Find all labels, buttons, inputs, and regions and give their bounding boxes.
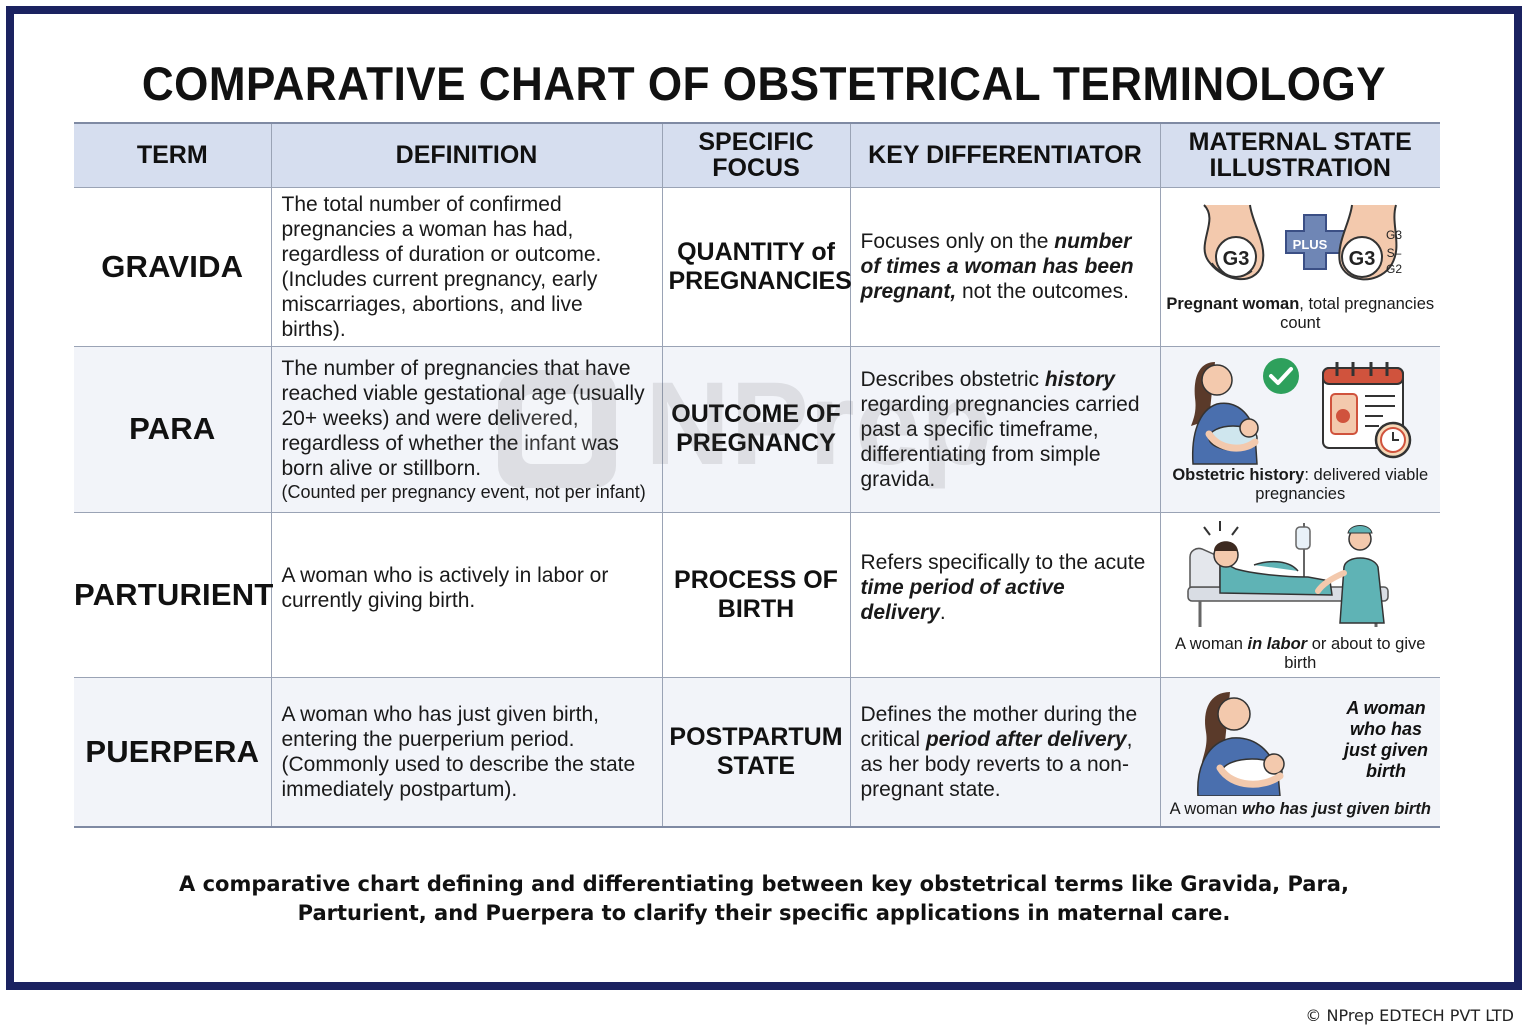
illustration-body: A woman who has just given birth: [1165, 684, 1437, 797]
g3-left-badge: [1215, 235, 1258, 278]
table-row: PARTURIENT A woman who is actively in la…: [74, 511, 1440, 678]
caption-bold: Obstetric history: [1172, 466, 1305, 484]
differentiator-gravida: Focuses only on the number of times a wo…: [849, 186, 1161, 347]
g3-left-label: G3: [1223, 248, 1250, 270]
definition-note: (Counted per pregnancy event, not per in…: [281, 481, 646, 502]
differentiator-puerpera: Defines the mother during the critical p…: [849, 676, 1161, 828]
obstetric-history-icon: [1191, 358, 1412, 465]
caption-rest: , total pregnancies count: [1280, 294, 1435, 332]
diff-emphasis: period after delivery: [925, 727, 1127, 751]
diff-text-end: regarding pregnancies carried past a spe…: [860, 392, 1140, 491]
diff-text: Refers specifically to the acute: [860, 551, 1146, 574]
header-illus-line2: ILLUSTRATION: [1209, 154, 1391, 183]
caption-rest: : delivered viable pregnancies: [1255, 466, 1429, 503]
illustration-caption: Pregnant woman, total pregnancies count: [1165, 295, 1437, 333]
term-para: PARA: [74, 345, 272, 513]
woman-in-labor-icon: [1187, 520, 1389, 627]
caption-pre: A woman: [1175, 634, 1248, 653]
diff-text-end: not the outcomes.: [956, 280, 1129, 303]
definition-text: The number of pregnancies that have reac…: [281, 356, 645, 480]
caption-pre: A woman: [1169, 800, 1243, 819]
differentiator-parturient: Refers specifically to the acute time pe…: [849, 511, 1161, 678]
definition-puerpera: A woman who has just given birth, enteri…: [270, 676, 663, 828]
header-definition: DEFINITION: [270, 122, 663, 188]
header-focus-line2: FOCUS: [712, 154, 800, 183]
focus-line1: QUANTITY of: [677, 237, 835, 266]
caption-bold: in labor: [1247, 634, 1308, 653]
pregnancy-count-icon: G3 PLUS G3 G3 S– G2: [1203, 203, 1403, 280]
definition-text: A woman who is actively in labor or curr…: [281, 563, 609, 612]
table-row: PUERPERA A woman who has just given birt…: [74, 676, 1440, 828]
side-label-bot: G2: [1386, 262, 1402, 276]
focus-line1: PROCESS OF: [674, 565, 838, 594]
definition-para: The number of pregnancies that have reac…: [270, 345, 663, 513]
diff-text-end: .: [939, 601, 946, 624]
illustration-parturient: A woman in labor or about to give birth: [1159, 511, 1440, 678]
table-row: PARA The number of pregnancies that have…: [74, 345, 1440, 513]
differentiator-para: Describes obstetric history regarding pr…: [849, 345, 1161, 513]
diff-emphasis: number of times a woman has been pregnan…: [860, 230, 1134, 303]
nurse-icon: [1315, 524, 1386, 624]
illustration-puerpera: A woman who has just given birth A woman…: [1159, 676, 1440, 828]
caption-rest: or about to give birth: [1284, 634, 1426, 672]
caption-bold: Pregnant woman: [1166, 294, 1300, 313]
figure-caption: A comparative chart defining and differe…: [179, 872, 1349, 925]
term-parturient: PARTURIENT: [74, 511, 273, 678]
header-focus-line1: SPECIFIC: [698, 128, 814, 157]
definition-text: A woman who has just given birth, enteri…: [281, 702, 636, 801]
definition-gravida: The total number of confirmed pregnancie…: [270, 186, 663, 347]
copyright: © NPrep EDTECH PVT LTD: [1305, 1006, 1514, 1025]
diff-text: Defines the mother during the critical: [860, 702, 1138, 751]
diff-emphasis: history: [1044, 367, 1115, 391]
definition-parturient: A woman who is actively in labor or curr…: [270, 511, 663, 678]
focus-line1: POSTPARTUM: [669, 722, 843, 751]
focus-line2: PREGNANCY: [676, 429, 836, 457]
illustration-para: Obstetric history: delivered viable preg…: [1159, 345, 1440, 513]
plus-label: PLUS: [1293, 237, 1328, 252]
term-puerpera: PUERPERA: [74, 676, 272, 828]
table-row: GRAVIDA The total number of confirmed pr…: [74, 186, 1440, 347]
header-illus-line1: MATERNAL STATE: [1188, 128, 1412, 157]
side-label: A woman who has just given birth: [1343, 698, 1428, 782]
focus-line2: BIRTH: [717, 594, 795, 623]
header-differentiator: KEY DIFFERENTIATOR: [849, 122, 1161, 188]
plus-icon: PLUS: [1285, 213, 1346, 270]
header-term: TERM: [74, 122, 272, 188]
focus-line1: OUTCOME OF: [671, 400, 841, 428]
caption-bold: who has just given birth: [1242, 800, 1431, 819]
definition-text: The total number of confirmed pregnancie…: [281, 192, 602, 266]
focus-line2: PREGNANCIES: [668, 266, 852, 295]
distress-lines-icon: [1203, 520, 1240, 536]
clock-icon: [1375, 421, 1412, 459]
illustration-gravida: G3 PLUS G3 G3 S– G2 Pregnant woman, tota…: [1159, 186, 1440, 347]
term-gravida: GRAVIDA: [74, 186, 272, 347]
side-label-mid: S–: [1387, 246, 1402, 260]
diff-text-end: , as her body reverts to a non-pregnant …: [860, 727, 1133, 801]
diff-text: Focuses only on the: [860, 230, 1055, 253]
illustration-caption: A woman who has just given birth: [1165, 800, 1437, 819]
mother-with-newborn-icon: [1197, 692, 1285, 797]
side-label-top: G3: [1386, 228, 1402, 242]
page-title: COMPARATIVE CHART OF OBSTETRICAL TERMINO…: [141, 58, 1387, 111]
g3-right-badge: [1341, 235, 1384, 278]
definition-note: (Includes current pregnancy, early misca…: [281, 267, 598, 341]
check-icon: [1263, 358, 1300, 394]
diff-text: Describes obstetric: [860, 367, 1045, 391]
diff-emphasis: time period of active delivery: [860, 576, 1065, 624]
mother-holding-baby-icon: [1191, 362, 1259, 465]
illustration-caption: A woman in labor or about to give birth: [1165, 635, 1437, 673]
illustration-caption: Obstetric history: delivered viable preg…: [1165, 466, 1437, 504]
focus-line2: STATE: [716, 751, 796, 780]
g3-right-label: G3: [1349, 248, 1376, 270]
